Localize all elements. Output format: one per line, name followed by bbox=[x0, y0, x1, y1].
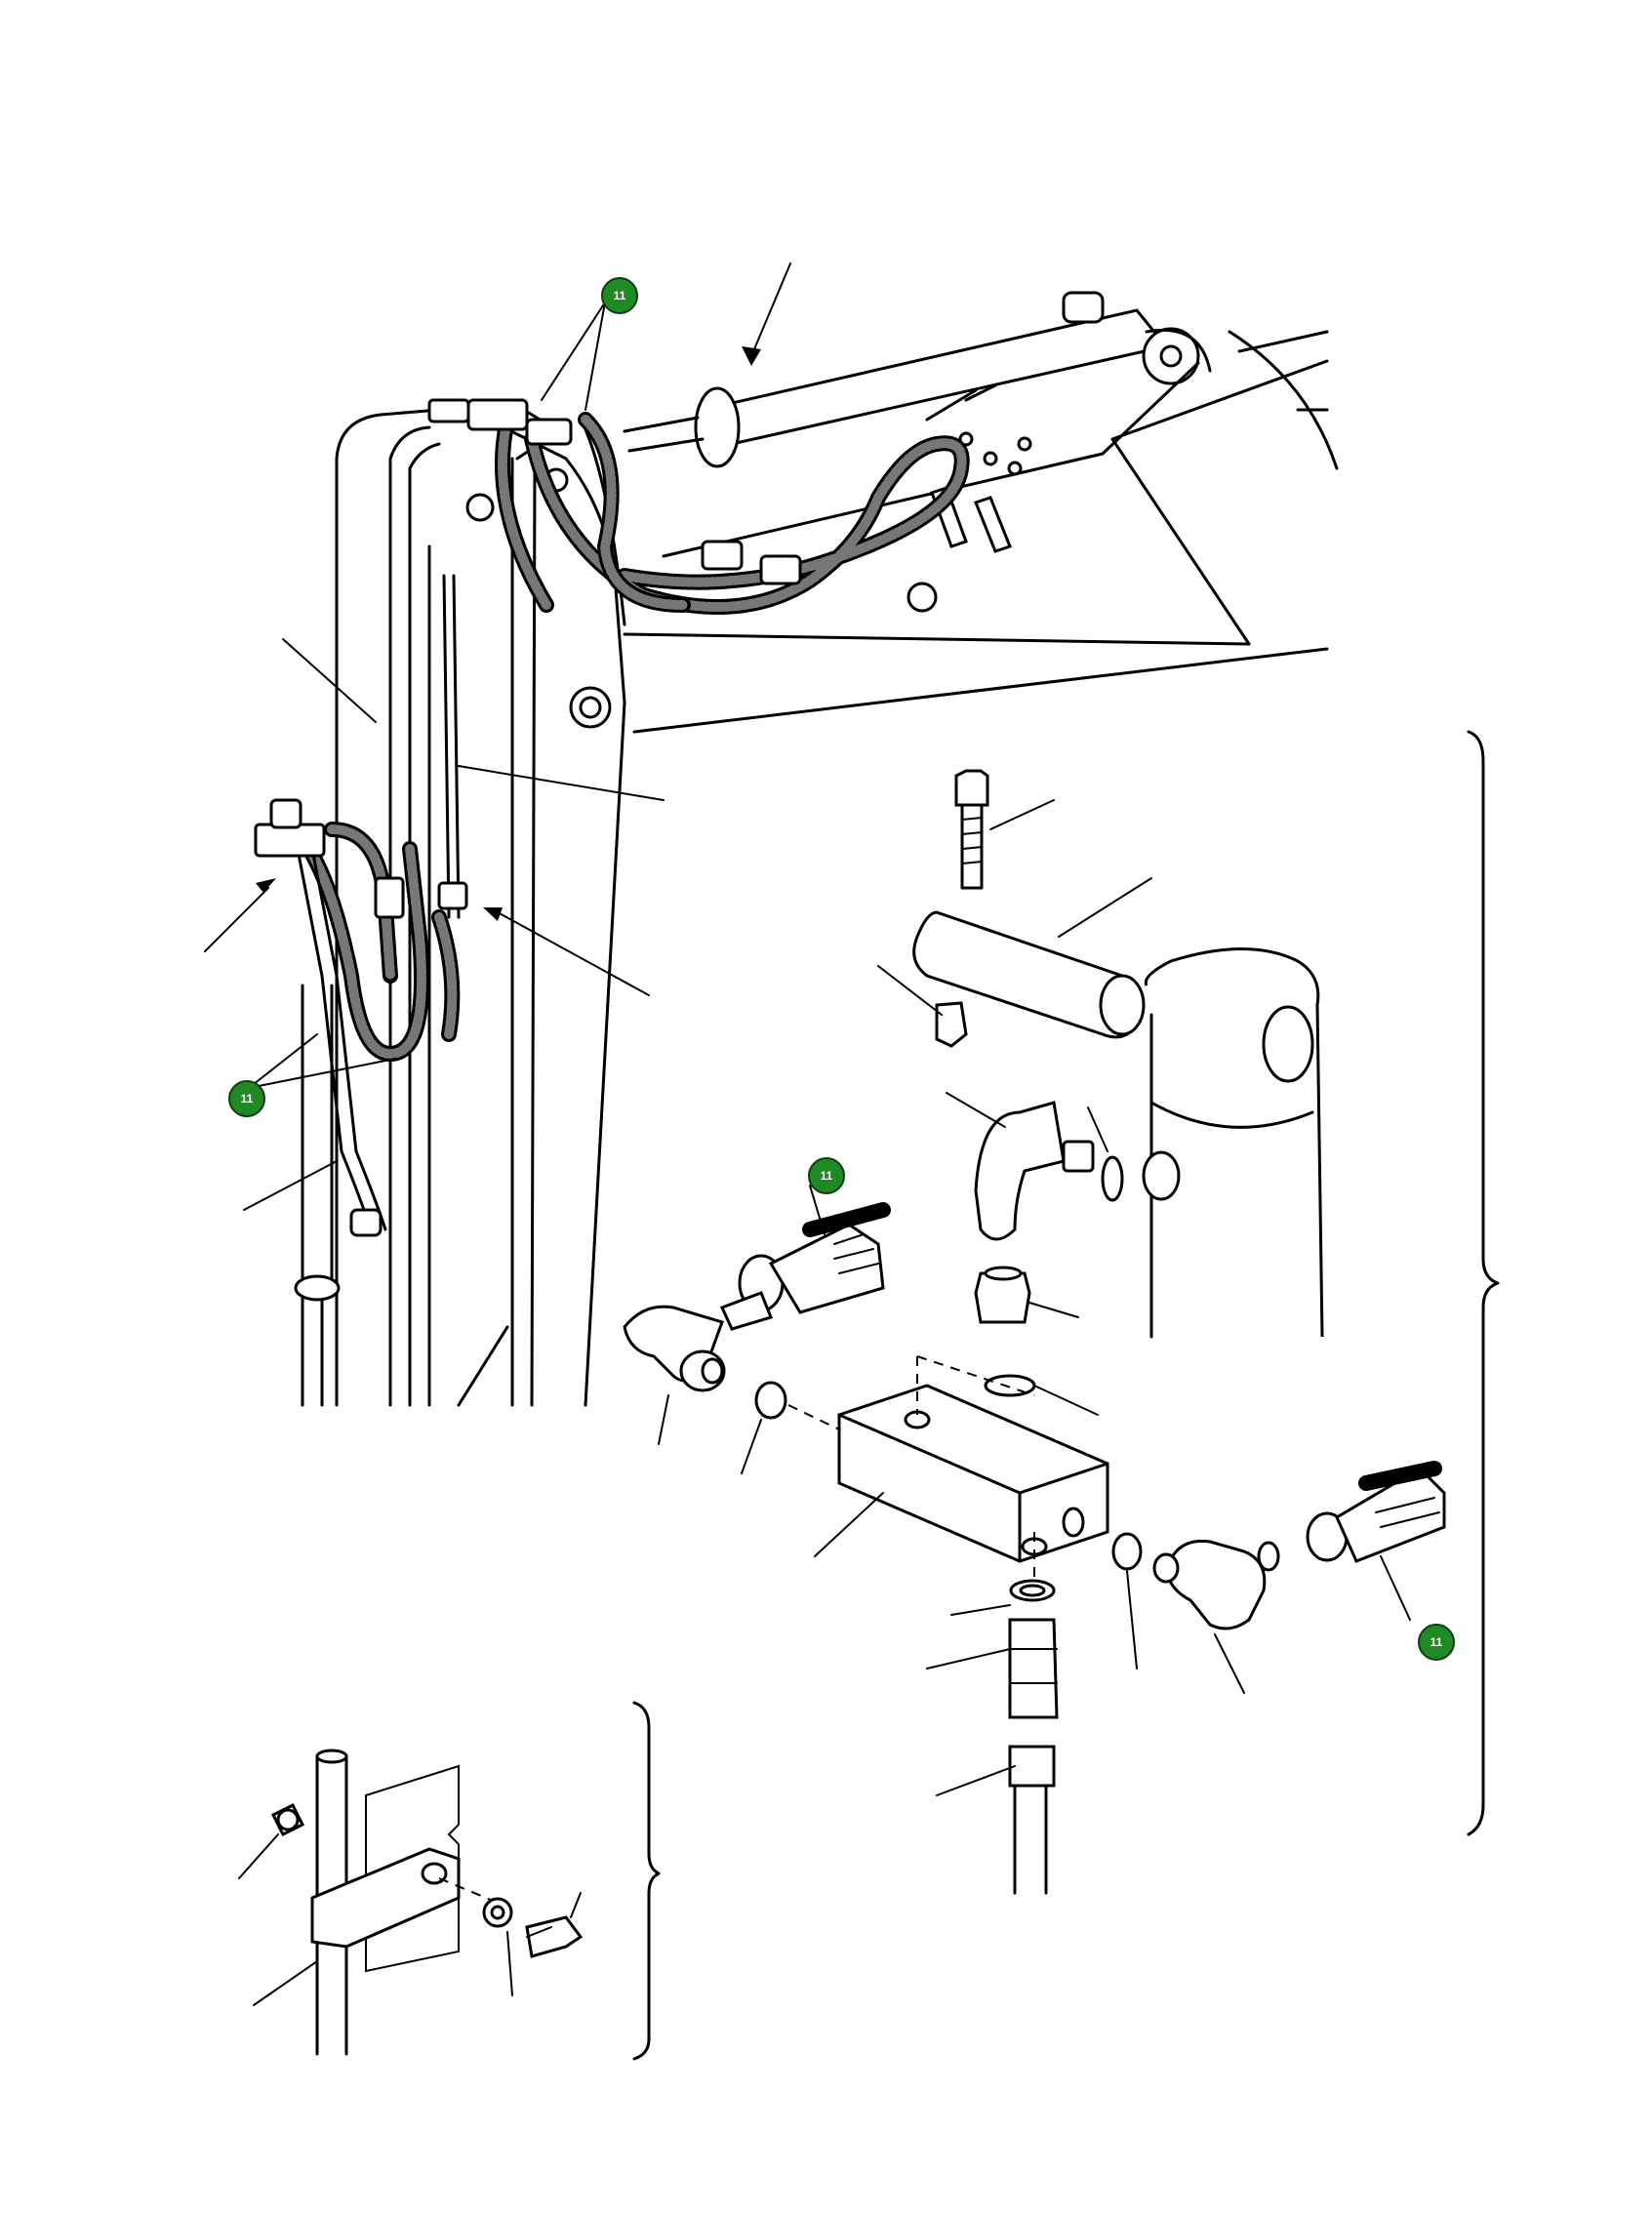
callout-badge-fitting-left: 11 bbox=[808, 1157, 845, 1194]
leader-lines bbox=[204, 262, 791, 1211]
arm-body bbox=[569, 330, 1339, 734]
left-hoses bbox=[254, 574, 468, 1407]
arm-plate-holes bbox=[925, 383, 1032, 553]
callout-label: 11 bbox=[821, 1169, 833, 1183]
boom-arm-outline bbox=[320, 408, 626, 1407]
callout-badge-top: 11 bbox=[601, 277, 638, 314]
callout-label: 11 bbox=[614, 289, 626, 302]
callout-badge-left: 11 bbox=[228, 1080, 265, 1117]
group-brace-right bbox=[1467, 730, 1500, 1836]
callout-label: 11 bbox=[1430, 1635, 1443, 1649]
callout-badge-fitting-right: 11 bbox=[1418, 1624, 1455, 1661]
upper-hoses bbox=[427, 398, 970, 615]
exploded-fittings bbox=[623, 769, 1446, 1895]
clamp-detail bbox=[238, 1701, 661, 2061]
hydraulic-cylinder bbox=[623, 291, 1212, 558]
callout-label: 11 bbox=[241, 1092, 254, 1106]
